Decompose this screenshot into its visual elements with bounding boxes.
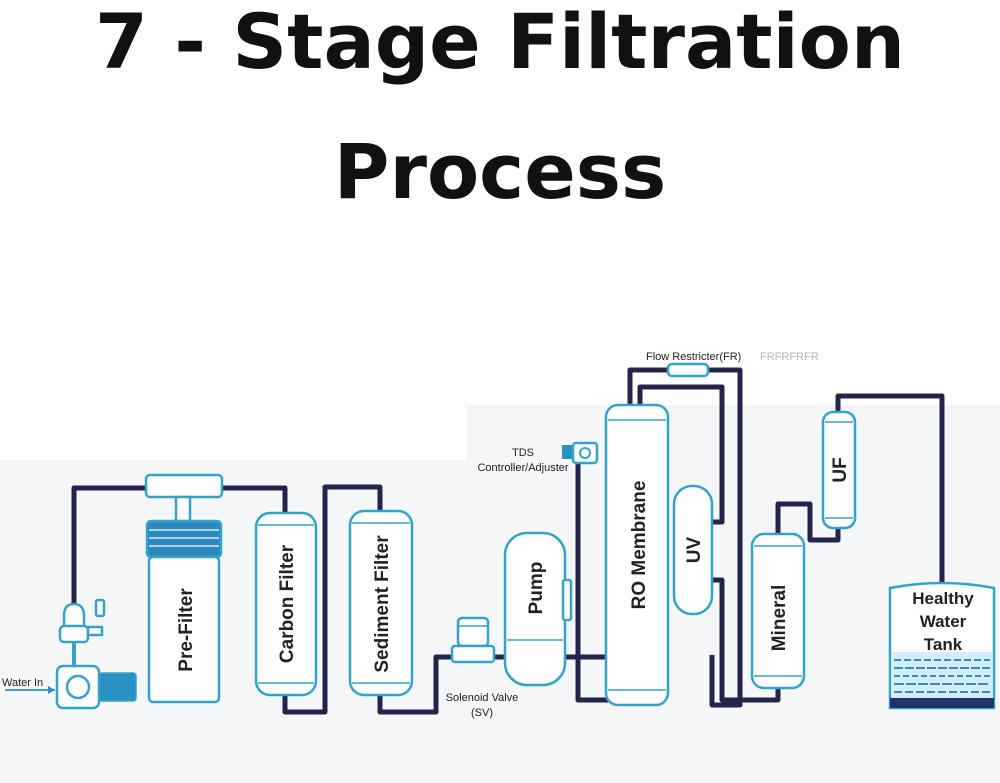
pipe-tds-line (575, 455, 608, 703)
pipe-carbon-to-sediment (282, 484, 383, 715)
pipe-prefilter-to-carbon (222, 485, 288, 513)
pre-filter-housing (147, 555, 221, 704)
pump: Pump (503, 531, 573, 687)
pipe-sediment-to-valve (377, 654, 455, 715)
pre-filter-label: Pre-Filter (176, 588, 197, 672)
solenoid-valve: Solenoid Valve (SV) (446, 616, 519, 719)
pipe-membrane-to-uv (637, 384, 725, 525)
page-title: 7 - Stage Filtration (95, 0, 905, 86)
pre-filter-cap (145, 519, 223, 559)
uv-chamber-body (672, 484, 714, 616)
uf-label: UF (830, 457, 851, 482)
tank-label-line-3: Tank (924, 635, 963, 654)
mineral-cartridge-housing (750, 532, 806, 690)
solenoid-valve-body (450, 644, 496, 664)
pump-side-bracket (561, 578, 573, 622)
page-title-line-2: Process (333, 127, 667, 216)
tank-base (890, 698, 994, 708)
inlet-motor-dial (65, 674, 91, 700)
solenoid-valve-coil (456, 616, 490, 648)
pipe-mineral-to-uf (775, 501, 841, 543)
carbon-filter: Carbon Filter (254, 511, 318, 697)
ro-membrane-label: RO Membrane (629, 481, 650, 610)
pipe-network (71, 367, 945, 715)
pre-filter-neck (174, 495, 192, 523)
inlet-valve-knob (94, 598, 106, 618)
water-in-label: Water In (2, 677, 43, 689)
inlet-pump-assembly: Water In (2, 598, 137, 710)
tds-controller-label: Controller/Adjuster (477, 462, 568, 474)
ro-membrane-housing (604, 403, 670, 707)
flow-restricter: Flow Restricter(FR) FRFRFRFR (646, 351, 819, 378)
tds-controller-knob (562, 445, 573, 459)
inlet-valve-body (58, 624, 90, 644)
solenoid-valve-abbr: (SV) (471, 707, 493, 719)
pipe-restricter-return (708, 367, 743, 708)
carbon-filter-housing (254, 511, 318, 697)
ro-membrane: RO Membrane (604, 403, 670, 707)
tds-label: TDS (512, 447, 534, 459)
inlet-valve-top (62, 602, 86, 630)
tank-label-line-2: Water (920, 612, 967, 631)
mineral-cartridge: Mineral (750, 532, 806, 690)
carbon-filter-label: Carbon Filter (277, 544, 298, 663)
pipe-membrane-to-restricter (627, 367, 668, 405)
pipe-uf-to-tank (835, 393, 945, 588)
pump-label: Pump (526, 562, 547, 615)
flow-restricter-label: Flow Restricter(FR) (646, 351, 741, 363)
water-in-arrow-head (48, 686, 55, 694)
inlet-motor-body (98, 672, 137, 702)
solenoid-valve-label: Solenoid Valve (446, 692, 519, 704)
pre-filter-head (144, 473, 224, 499)
flow-restricter-body (666, 362, 710, 378)
tds-controller: TDS Controller/Adjuster (477, 441, 599, 474)
tank-water-waves (894, 659, 990, 693)
uf-cartridge: UF (821, 410, 857, 530)
pre-filter-cap-ribs (149, 529, 219, 547)
tank-label-line-1: Healthy (912, 589, 974, 608)
flow-restricter-faded-label: FRFRFRFR (760, 351, 819, 363)
sediment-filter: Sediment Filter (348, 509, 414, 697)
uv-chamber: UV (672, 484, 714, 616)
healthy-water-tank: Healthy Water Tank (888, 581, 996, 710)
pre-filter: Pre-Filter (144, 473, 224, 704)
uv-label: UV (684, 536, 705, 563)
inlet-valve-handle (86, 625, 104, 637)
pipe-inlet-to-prefilter (71, 485, 148, 605)
sediment-filter-label: Sediment Filter (372, 535, 393, 673)
uf-cartridge-housing (821, 410, 857, 530)
mineral-label: Mineral (769, 585, 790, 652)
pipe-uv-to-mineral (712, 577, 781, 703)
sediment-filter-housing (348, 509, 414, 697)
